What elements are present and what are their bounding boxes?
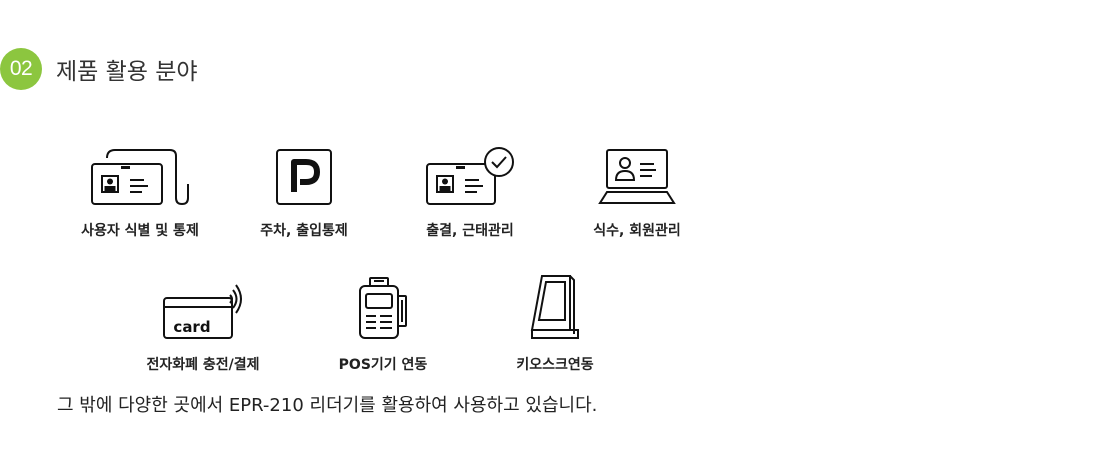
parking-icon [276,149,332,205]
section-number-badge: 02 [0,48,42,90]
use-attendance: 출결, 근태관리 [385,134,555,240]
footer-note: 그 밖에 다양한 곳에서 EPR-210 리더기를 활용하여 사용하고 있습니다… [57,395,598,416]
use-label: POS기기 연동 [338,357,428,373]
section-title: 제품 활용 분야 [56,59,198,85]
laptop-profile-icon [598,149,676,204]
id-card-check-icon [426,147,514,205]
use-label: 주차, 출입통제 [260,223,348,239]
pos-terminal-icon [359,277,407,339]
use-parking-access: 주차, 출입통제 [219,134,389,240]
use-label: 출결, 근태관리 [426,223,514,239]
use-pos-integration: POS기기 연동 [298,268,468,374]
use-label: 키오스크연동 [516,357,594,373]
use-label: 식수, 회원관리 [593,223,681,239]
section-header: 02 제품 활용 분야 [0,48,198,90]
use-kiosk-integration: 키오스크연동 [470,268,640,374]
use-meal-membership: 식수, 회원관리 [552,134,722,240]
card-text: card [173,318,210,336]
use-label: 전자화폐 충전/결제 [146,357,260,373]
id-badge-lanyard-icon [91,149,189,206]
use-user-identification: 사용자 식별 및 통제 [55,134,225,240]
use-e-money: card 전자화폐 충전/결제 [118,268,288,374]
use-label: 사용자 식별 및 통제 [81,223,199,239]
contactless-card-icon: card [163,284,242,339]
kiosk-icon [530,275,579,339]
